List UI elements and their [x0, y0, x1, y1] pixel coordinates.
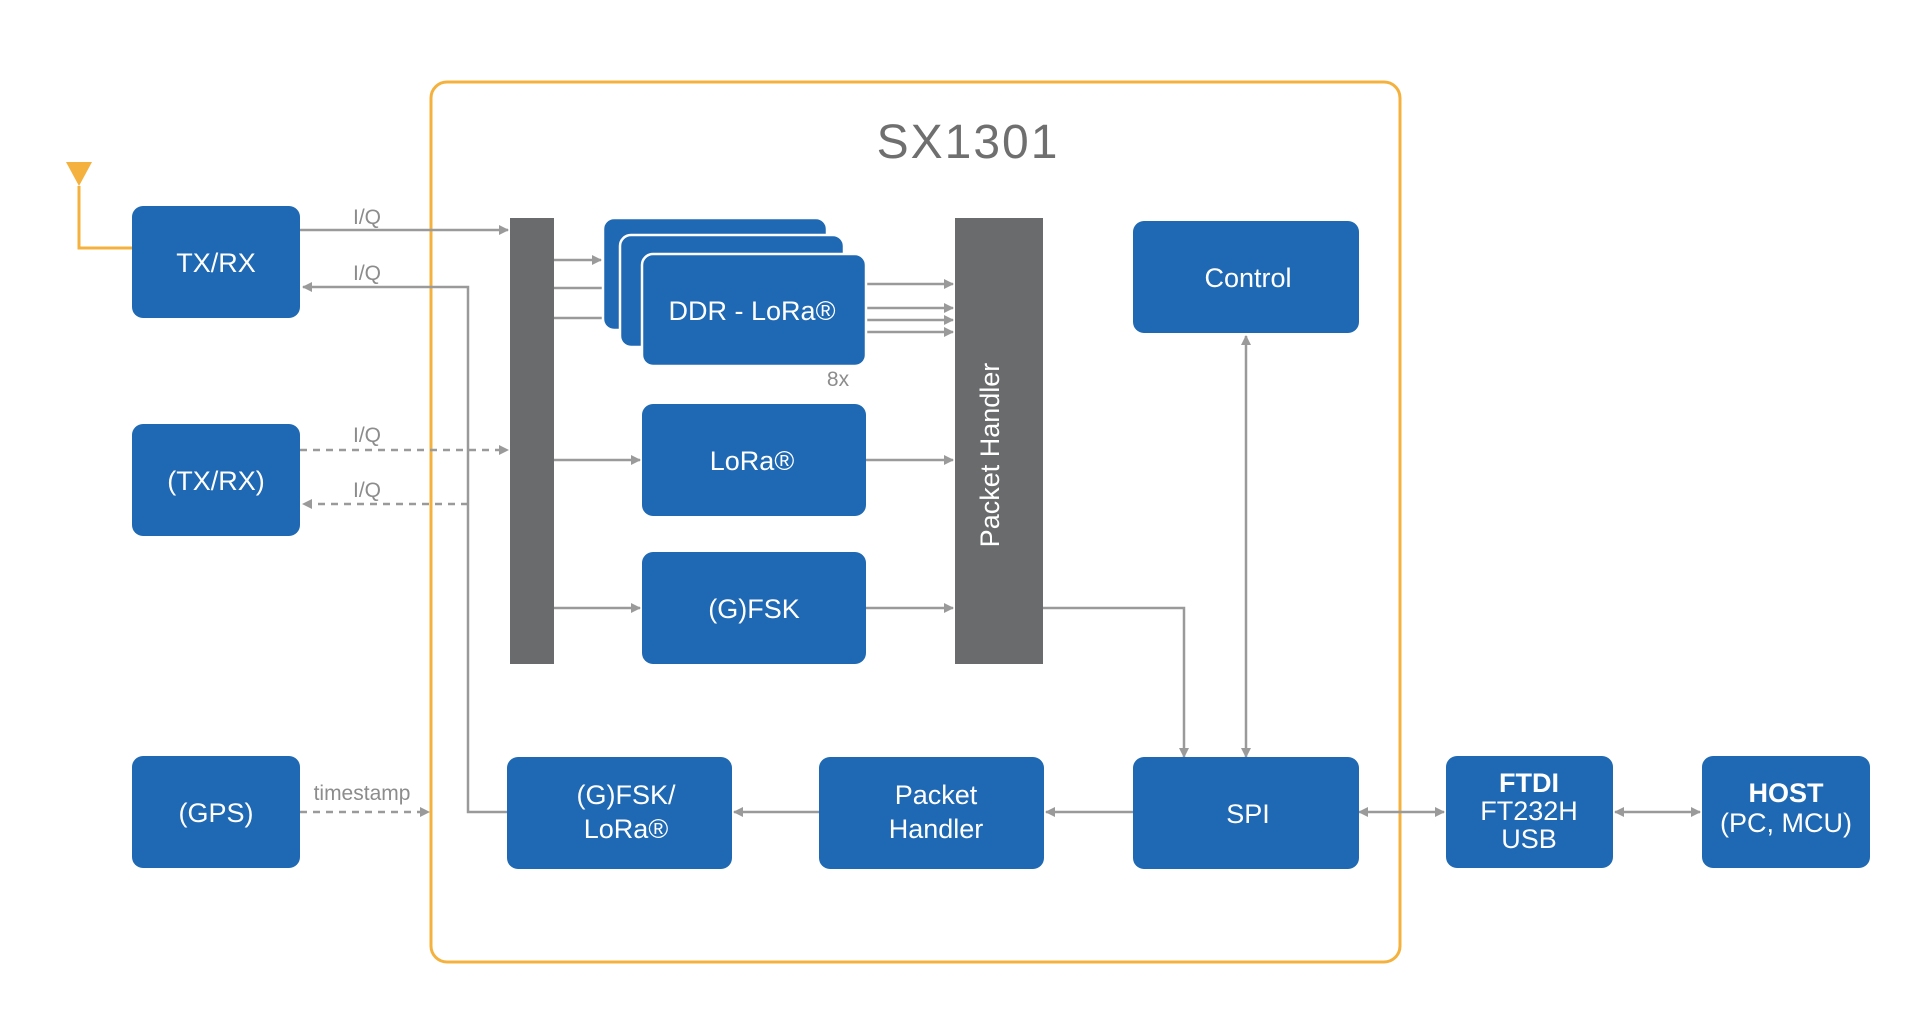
txrx-optional-block: (TX/RX) [132, 424, 300, 536]
svg-text:(TX/RX): (TX/RX) [167, 466, 265, 496]
svg-text:TX/RX: TX/RX [176, 248, 256, 278]
iq-label-txrx2-out: I/Q [353, 479, 381, 502]
svg-text:(G)FSK/: (G)FSK/ [577, 780, 676, 810]
host-block: HOST (PC, MCU) [1702, 756, 1870, 868]
svg-text:LoRa®: LoRa® [710, 446, 795, 476]
svg-text:(GPS): (GPS) [178, 798, 253, 828]
chip-title: SX1301 [877, 116, 1060, 169]
input-mux-bar [510, 218, 554, 664]
svg-text:(PC, MCU): (PC, MCU) [1720, 808, 1852, 838]
antenna-icon [66, 162, 132, 250]
svg-text:USB: USB [1501, 824, 1557, 854]
packet-handler-rx-label: Packet Handler [975, 363, 1005, 548]
svg-text:(G)FSK: (G)FSK [708, 594, 800, 624]
multiplier-label: 8x [827, 368, 850, 391]
svg-text:SPI: SPI [1226, 799, 1270, 829]
packet-handler-tx-block: Packet Handler [819, 757, 1044, 869]
control-block: Control [1133, 221, 1359, 333]
packet-handler-rx-bar [955, 218, 1043, 664]
gfsk-lora-tx-block: (G)FSK/ LoRa® [507, 757, 732, 869]
spi-block: SPI [1133, 757, 1359, 869]
svg-text:DDR - LoRa®: DDR - LoRa® [669, 296, 836, 326]
iq-label-tx-out: I/Q [353, 262, 381, 285]
connectors [300, 225, 1701, 817]
svg-text:Packet: Packet [895, 780, 978, 810]
svg-text:FTDI: FTDI [1499, 768, 1559, 798]
svg-text:HOST: HOST [1748, 778, 1824, 808]
ddr-lora-block: DDR - LoRa® [640, 252, 868, 368]
txrx-block: TX/RX [132, 206, 300, 318]
timestamp-label: timestamp [314, 782, 411, 805]
iq-label-tx-in: I/Q [353, 206, 381, 229]
svg-text:LoRa®: LoRa® [584, 814, 669, 844]
gps-block: (GPS) [132, 756, 300, 868]
svg-text:Control: Control [1204, 263, 1291, 293]
gfsk-block: (G)FSK [642, 552, 866, 664]
svg-text:FT232H: FT232H [1480, 796, 1578, 826]
ftdi-block: FTDI FT232H USB [1446, 756, 1613, 868]
lora-block: LoRa® [642, 404, 866, 516]
chip-outline [429, 80, 1402, 964]
iq-label-txrx2-in: I/Q [353, 424, 381, 447]
svg-text:Handler: Handler [889, 814, 984, 844]
